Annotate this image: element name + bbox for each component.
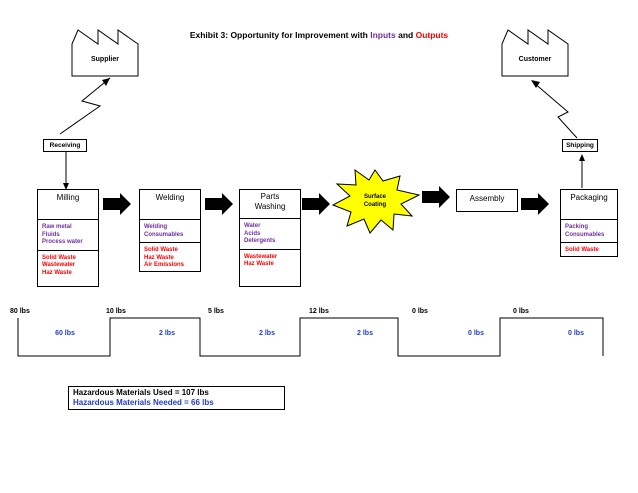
timeline-top-label: 0 lbs	[412, 308, 428, 315]
hazardous-materials-summary: Hazardous Materials Used = 107 lbs Hazar…	[68, 386, 285, 410]
process-title: Assembly	[469, 194, 505, 203]
process-box-milling: Milling Raw metal Fluids Process water S…	[37, 189, 99, 287]
surface-coating-label: Surface Coating	[363, 194, 387, 208]
hazardous-used-text: Hazardous Materials Used = 107 lbs	[73, 388, 209, 397]
timeline-bottom-label: 60 lbs	[55, 330, 75, 337]
lightning-arrowhead	[102, 78, 110, 86]
process-title: Welding	[140, 190, 200, 220]
process-inputs: Water Acids Detergents	[240, 219, 300, 250]
push-arrow-milling-welding	[103, 193, 131, 215]
supplier-label: Supplier	[90, 56, 119, 63]
process-title: Parts Washing	[240, 190, 300, 219]
arrowhead	[63, 183, 69, 190]
timeline-bottom-label: 0 lbs	[568, 330, 584, 337]
arrowhead	[579, 154, 585, 161]
process-outputs: Solid Waste	[565, 247, 599, 253]
shipping-customer-lightning-arrow	[532, 81, 578, 139]
process-outputs: Solid Waste Haz Waste Air Emissions	[144, 247, 185, 268]
timeline-top-label: 5 lbs	[208, 308, 224, 315]
surface-coating-starburst	[331, 168, 421, 234]
timeline-top-label: 0 lbs	[513, 308, 529, 315]
push-arrow-assembly-packaging	[521, 193, 549, 215]
process-outputs: Solid Waste Wastewater Haz Waste	[42, 254, 76, 276]
shipping-box: Shipping	[562, 139, 598, 152]
lightning-arrowhead	[531, 80, 540, 88]
process-title: Packaging	[561, 190, 617, 220]
customer-factory-icon	[501, 29, 569, 77]
process-inputs: Packing Consumables	[561, 220, 617, 243]
process-box-welding: Welding Welding Consumables Solid Waste …	[139, 189, 201, 272]
timeline-bottom-label: 2 lbs	[159, 330, 175, 337]
process-inputs: Raw metal Fluids Process water	[38, 220, 98, 251]
timeline-top-label: 12 lbs	[309, 308, 329, 315]
receiving-box: Receiving	[43, 139, 87, 152]
process-inputs: Welding Consumables	[140, 220, 200, 243]
timeline-top-label: 10 lbs	[106, 308, 126, 315]
timeline-bottom-label: 0 lbs	[468, 330, 484, 337]
supplier-receiving-lightning-arrow	[59, 77, 111, 135]
supplier-factory-icon	[71, 29, 139, 77]
push-arrow-washing-coating	[302, 193, 330, 215]
customer-label: Customer	[518, 56, 552, 63]
timeline-bottom-label: 2 lbs	[357, 330, 373, 337]
timeline-track	[17, 317, 604, 357]
push-arrow-coating-assembly	[422, 186, 450, 208]
process-box-assembly: Assembly	[456, 189, 518, 212]
process-box-parts-washing: Parts Washing Water Acids Detergents Was…	[239, 189, 301, 287]
process-title: Milling	[38, 190, 98, 220]
timeline-top-label: 80 lbs	[10, 308, 30, 315]
push-arrow-welding-washing	[205, 193, 233, 215]
timeline-bottom-label: 2 lbs	[259, 330, 275, 337]
process-box-packaging: Packaging Packing Consumables Solid Wast…	[560, 189, 618, 257]
process-outputs: Wastewater Haz Waste	[244, 253, 278, 268]
exhibit-title: Exhibit 3: Opportunity for Improvement w…	[189, 30, 449, 40]
hazardous-needed-text: Hazardous Materials Needed = 66 lbs	[73, 398, 214, 407]
